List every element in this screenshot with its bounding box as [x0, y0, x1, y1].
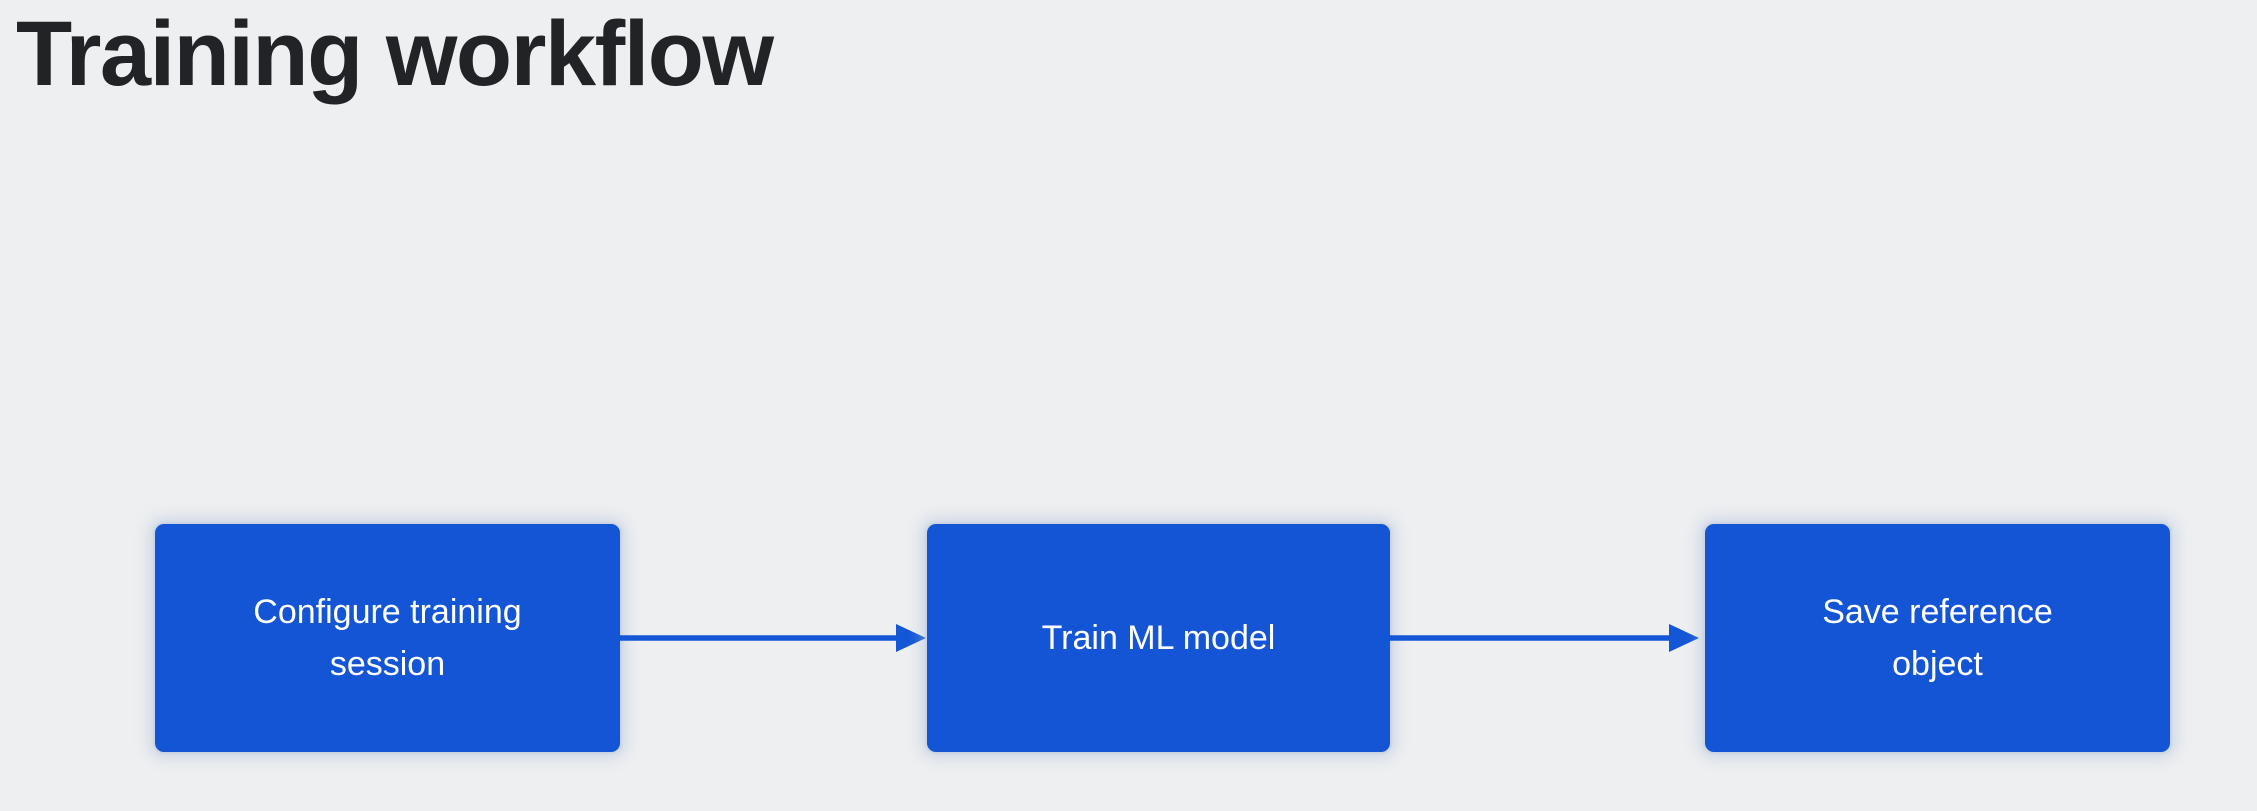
flow-edge-train-to-save [1390, 618, 1708, 658]
arrow-head [1669, 624, 1699, 652]
arrow-right-icon [1390, 624, 1699, 652]
arrow-right-icon [620, 624, 926, 652]
page-title: Training workflow [16, 3, 774, 105]
flow-node-label: Train ML model [1041, 619, 1276, 657]
flow-node-label: Save reference object [1822, 593, 2053, 683]
flow-node-configure-training-session[interactable]: Configure training session [155, 524, 620, 752]
flow-node-train-ml-model[interactable]: Train ML model [927, 524, 1390, 752]
flow-node-save-reference-object[interactable]: Save reference object [1705, 524, 2170, 752]
flow-edge-configure-to-train [620, 618, 930, 658]
arrow-head [896, 624, 926, 652]
flow-node-label: Configure training session [253, 593, 522, 683]
